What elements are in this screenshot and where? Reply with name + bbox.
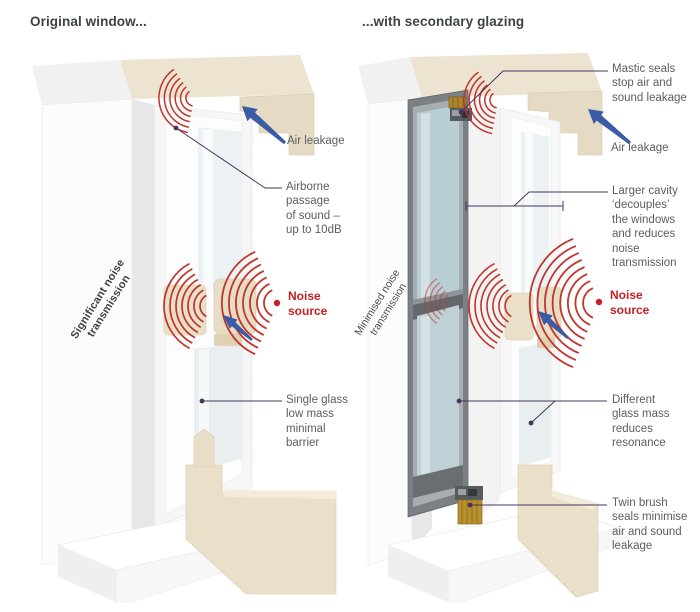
sound-waves-icon xyxy=(424,278,449,324)
right-window-illustration xyxy=(358,53,631,603)
cavity-face xyxy=(466,94,500,528)
sound-waves-icon xyxy=(528,237,594,369)
annotation-noise-source-right: Noise source xyxy=(610,288,650,317)
noise-bullet-icon xyxy=(595,298,603,306)
air-leakage-arrow-icon xyxy=(242,106,286,145)
sound-waves-icon xyxy=(463,71,497,135)
glass-highlight xyxy=(203,129,213,293)
leader-dot xyxy=(173,125,179,131)
left-panel-title: Original window... xyxy=(30,14,147,29)
leader-dot xyxy=(456,398,462,404)
annotation-air-leakage-right: Air leakage xyxy=(611,142,669,154)
right-panel-title: ...with secondary glazing xyxy=(362,14,525,29)
sill-front-right xyxy=(388,545,448,602)
leader-dot xyxy=(467,502,473,508)
annotation-air-leakage-left: Air leakage xyxy=(287,135,345,147)
leader-mastic xyxy=(460,70,608,113)
annotation-different-glass: Different glass mass reduces resonance xyxy=(612,394,670,450)
reveal-left xyxy=(132,99,154,553)
glass-highlight xyxy=(525,132,533,295)
noise-bullet-icon xyxy=(273,299,281,307)
sound-waves-icon xyxy=(468,262,512,350)
lower-glass-right xyxy=(519,342,551,467)
sash-stile-cut-left xyxy=(193,428,215,468)
lintel-top-left xyxy=(120,55,314,99)
leader-dot xyxy=(199,398,205,404)
annotation-leaders xyxy=(173,70,608,508)
annotation-larger-cavity: Larger cavity ‘decouples’ the windows an… xyxy=(612,185,678,270)
sound-waves-icon xyxy=(221,250,273,356)
casing-top-left xyxy=(32,60,132,105)
air-leakage-arrow-icon xyxy=(223,315,253,341)
leader-dot xyxy=(458,109,464,115)
leader-cavity-measure xyxy=(465,191,608,211)
air-leakage-arrow-icon xyxy=(588,109,631,145)
annotation-single-glass: Single glass low mass minimal barrier xyxy=(286,394,349,450)
meeting-rail-block xyxy=(504,292,534,341)
meeting-rail-step xyxy=(214,334,242,346)
annotation-airborne-passage: Airborne passage of sound – up to 10dB xyxy=(286,181,342,237)
sound-waves-icon xyxy=(163,262,207,350)
sound-waves-icon xyxy=(158,68,193,134)
lintel-top-right xyxy=(410,53,602,98)
sill-front-left xyxy=(58,545,116,602)
casing-top-right xyxy=(358,57,422,104)
secondary-glazing-panel xyxy=(407,89,469,518)
annotation-noise-source-left: Noise source xyxy=(288,289,328,318)
leader-dot xyxy=(528,420,534,426)
annotation-mastic-seals: Mastic seals stop air and sound leakage xyxy=(612,63,687,104)
leader-airborne xyxy=(175,127,282,189)
stone-sill-right xyxy=(517,464,599,598)
leader-different-glass xyxy=(459,400,607,424)
annotation-twin-brush: Twin brush seals minimise air and sound … xyxy=(612,497,688,553)
air-leakage-arrow-icon xyxy=(538,311,569,339)
stone-sill-top-left xyxy=(222,491,336,499)
